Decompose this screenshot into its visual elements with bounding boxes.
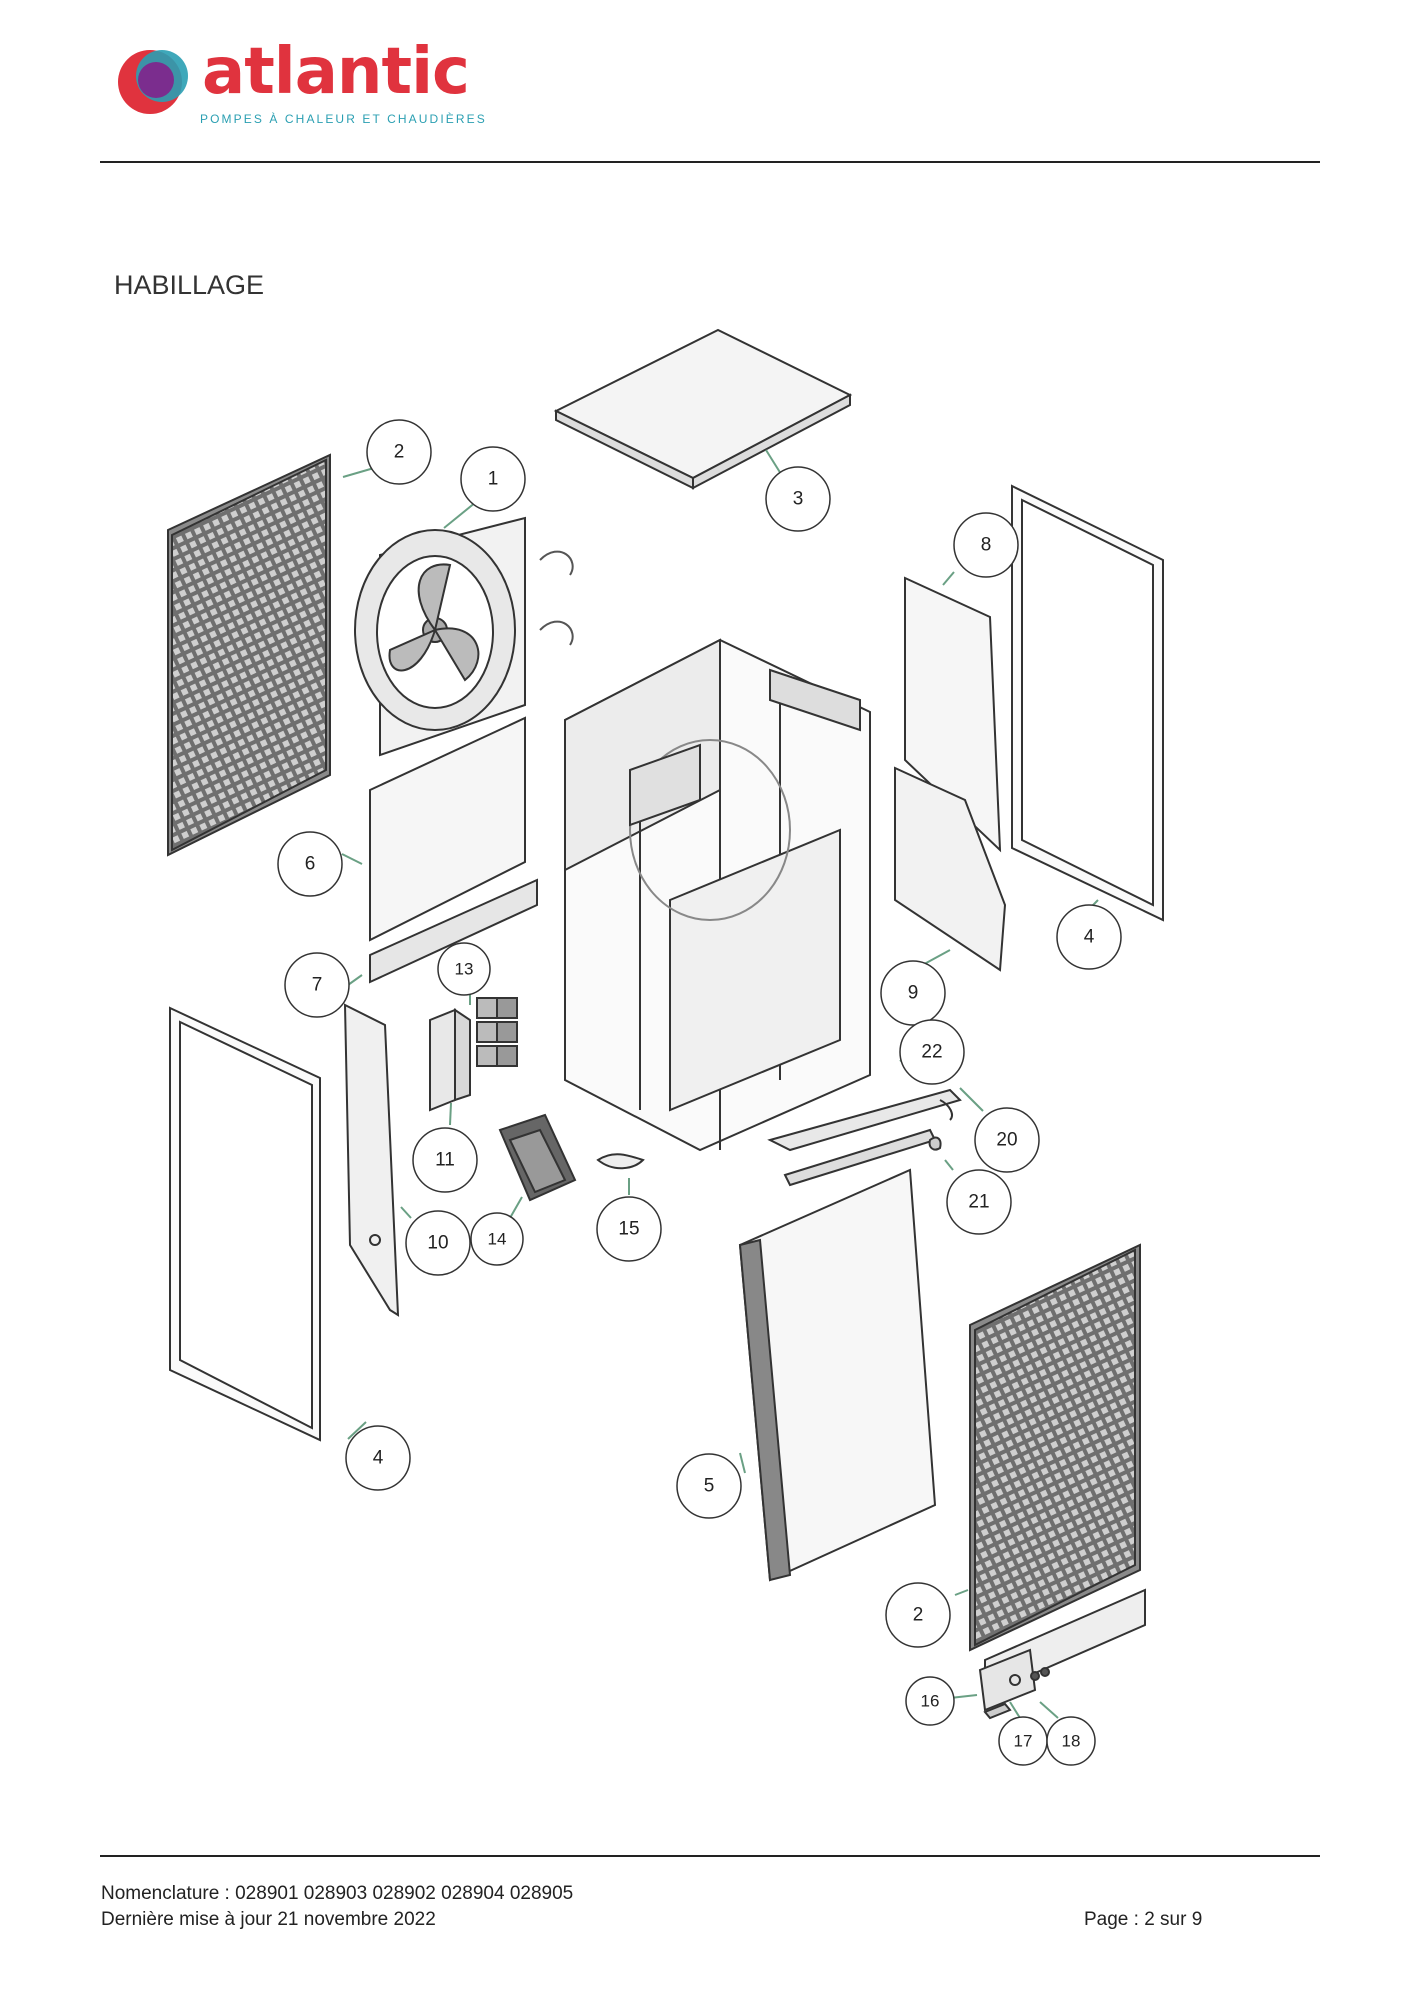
callout-13 (437, 942, 491, 996)
grille-left-part (167, 453, 331, 857)
callout-label-8: 8 (981, 535, 992, 556)
callout-label-11: 11 (435, 1150, 455, 1171)
rail-7-part (369, 878, 538, 984)
callout-20 (974, 1107, 1040, 1173)
callout-5 (676, 1453, 742, 1519)
grille-right-part (969, 1243, 1146, 1697)
callout-label-6: 6 (305, 854, 316, 875)
callout-label-2-bottom: 2 (913, 1605, 924, 1626)
callout-1 (460, 446, 526, 512)
callout-4-left (345, 1425, 411, 1491)
footer-nomenclature: Nomenclature : 028901 028903 028902 0289… (101, 1883, 574, 1904)
page-number: Page : 2 sur 9 (1084, 1909, 1203, 1930)
callout-4-right (1056, 904, 1122, 970)
callout-3 (765, 466, 831, 532)
callout-15 (596, 1196, 662, 1262)
callout-6 (277, 831, 343, 897)
callout-label-21: 21 (968, 1192, 989, 1213)
callout-18 (1046, 1716, 1096, 1766)
callout-9 (880, 960, 946, 1026)
terminal-block-13-part (476, 997, 518, 1067)
control-box-14-part (498, 1113, 577, 1202)
coil-5-part (738, 1168, 937, 1582)
side-panel-4-left-part (169, 1006, 321, 1442)
bracket-20-part (939, 1099, 953, 1121)
callout-label-14: 14 (488, 1230, 507, 1249)
callout-2-top (366, 419, 432, 485)
clamp-17-part (983, 1702, 1012, 1720)
side-panel-10-part (343, 1003, 400, 1317)
atlantic-logo-mark-icon (118, 50, 188, 114)
callout-label-9: 9 (908, 983, 919, 1004)
callout-label-4-right: 4 (1084, 927, 1095, 948)
gland-15-part (596, 1153, 645, 1170)
callout-label-16: 16 (921, 1692, 940, 1711)
callout-16 (905, 1676, 955, 1726)
callout-label-1: 1 (488, 469, 499, 490)
panel-6-part (369, 716, 526, 942)
callout-2-bottom (885, 1582, 951, 1648)
callout-label-3: 3 (793, 489, 804, 510)
callout-22 (899, 1019, 965, 1085)
side-panel-8-part (904, 576, 1002, 853)
grommet-18-part (1030, 1667, 1050, 1681)
logo-tagline: POMPES À CHALEUR ET CHAUDIÈRES (200, 112, 487, 126)
bracket-11-part (429, 1008, 471, 1112)
callout-label-15: 15 (618, 1219, 639, 1240)
section-title: HABILLAGE (114, 270, 265, 300)
logo-wordmark: atlantic (202, 35, 470, 109)
side-panel-9-part (894, 766, 1007, 972)
callout-label-13: 13 (455, 960, 474, 979)
callout-10 (405, 1210, 471, 1276)
callout-label-10: 10 (427, 1233, 448, 1254)
callout-label-5: 5 (704, 1476, 715, 1497)
top-cover-part (553, 328, 853, 490)
footer-divider (100, 1855, 1320, 1857)
callout-label-2-top: 2 (394, 442, 405, 463)
atlantic-logo: atlantic POMPES À CHALEUR ET CHAUDIÈRES (112, 35, 492, 128)
callout-21 (946, 1169, 1012, 1235)
tray-22-part (767, 1088, 962, 1187)
chassis-frame-part (564, 638, 871, 1152)
callout-8 (953, 512, 1019, 578)
side-panel-4-right-part (1011, 484, 1164, 922)
callout-label-4-left: 4 (373, 1448, 384, 1469)
callout-label-20: 20 (996, 1130, 1017, 1151)
callout-7 (284, 952, 350, 1018)
callout-label-7: 7 (312, 975, 323, 996)
callout-11 (412, 1127, 478, 1193)
footer-last-updated: Dernière mise à jour 21 novembre 2022 (101, 1909, 436, 1930)
header-divider (100, 161, 1320, 163)
callout-label-18: 18 (1062, 1732, 1081, 1751)
callout-14 (470, 1212, 524, 1266)
callout-label-22: 22 (921, 1042, 942, 1063)
plate-16-part (978, 1648, 1037, 1712)
callout-label-17: 17 (1014, 1732, 1033, 1751)
fan-part (354, 516, 574, 757)
clip-21-part (928, 1136, 942, 1151)
